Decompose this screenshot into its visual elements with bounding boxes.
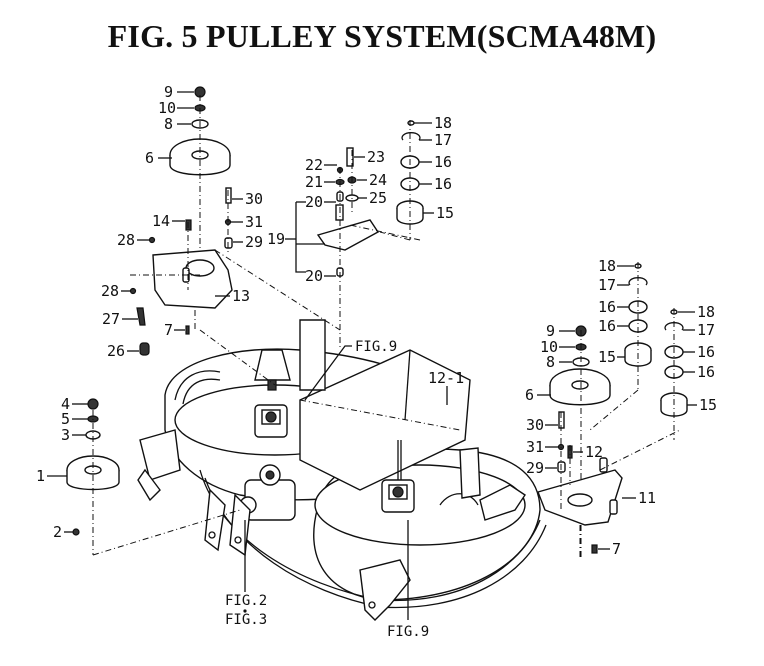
right-hitch-bracket	[459, 447, 526, 521]
callout-labels: 9 10 8 6 30 31 29 14 28 28 27 26 7 13 19…	[36, 83, 717, 558]
callout-8: 8	[546, 353, 555, 371]
fig-2-reference: FIG.2	[225, 593, 267, 609]
fig-9-reference: FIG.9	[387, 624, 429, 640]
link-line	[599, 429, 681, 471]
right-pulley-assembly	[549, 262, 688, 560]
idler-arm-assembly	[316, 147, 380, 350]
callout-24: 24	[369, 171, 387, 189]
callout-12: 12	[585, 443, 603, 461]
upper-idler-pulley-assembly	[379, 120, 424, 241]
callout-16: 16	[598, 317, 616, 335]
callout-leaders	[47, 91, 697, 620]
left-hitch-brackets	[137, 429, 251, 557]
figure-references: FIG.9 FIG.9 FIG.2 FIG.3	[225, 339, 429, 640]
callout-20: 20	[305, 267, 323, 285]
callout-5: 5	[61, 410, 70, 428]
callout-17: 17	[697, 321, 715, 339]
callout-18: 18	[434, 114, 452, 132]
front-bracket	[359, 559, 411, 621]
callout-15: 15	[436, 204, 454, 222]
left-idler-plate-assembly	[129, 187, 341, 386]
callout-3: 3	[61, 426, 70, 444]
callout-28: 28	[101, 282, 119, 300]
callout-17: 17	[598, 276, 616, 294]
callout-27: 27	[102, 310, 120, 328]
callout-16: 16	[434, 175, 452, 193]
reference-separator-dot	[243, 609, 247, 613]
left-pulley-assembly	[66, 398, 241, 556]
right-idler-plate-assembly	[537, 411, 623, 560]
diagram-title: FIG. 5 PULLEY SYSTEM(SCMA48M)	[107, 18, 657, 54]
left-upright-bracket	[299, 319, 326, 391]
callout-18: 18	[697, 303, 715, 321]
callout-20: 20	[305, 193, 323, 211]
callout-29: 29	[526, 459, 544, 477]
mower-deck	[137, 319, 547, 621]
key-2	[72, 528, 80, 536]
callout-22: 22	[305, 156, 323, 174]
callout-17: 17	[434, 131, 452, 149]
fig-3-reference: FIG.3	[225, 612, 267, 628]
callout-30: 30	[526, 416, 544, 434]
callout-15: 15	[598, 348, 616, 366]
callout-30: 30	[245, 190, 263, 208]
callout-10: 10	[158, 99, 176, 117]
callout-10: 10	[540, 338, 558, 356]
callout-6: 6	[525, 386, 534, 404]
callout-26: 26	[107, 342, 125, 360]
callout-13: 13	[232, 287, 250, 305]
callout-15: 15	[699, 396, 717, 414]
link-line	[349, 224, 421, 241]
fig-9-reference: FIG.9	[355, 339, 397, 355]
callout-19: 19	[267, 230, 285, 248]
callout-28: 28	[117, 231, 135, 249]
callout-2: 2	[53, 523, 62, 541]
callout-7: 7	[164, 321, 173, 339]
callout-7: 7	[612, 540, 621, 558]
callout-4: 4	[61, 395, 70, 413]
callout-9: 9	[164, 83, 173, 101]
callout-21: 21	[305, 173, 323, 191]
callout-31: 31	[245, 213, 263, 231]
callout-16: 16	[598, 298, 616, 316]
callout-14: 14	[152, 212, 170, 230]
plate-13	[152, 249, 233, 309]
callout-16: 16	[697, 343, 715, 361]
callout-25: 25	[369, 189, 387, 207]
gearbox	[239, 464, 296, 521]
callout-11: 11	[638, 489, 656, 507]
callout-18: 18	[598, 257, 616, 275]
callout-8: 8	[164, 115, 173, 133]
callout-16: 16	[697, 363, 715, 381]
right-spindle	[381, 440, 415, 513]
upper-left-pulley-assembly	[169, 86, 231, 255]
nut-4	[87, 398, 99, 410]
left-spindle	[254, 349, 291, 438]
callout-6: 6	[145, 149, 154, 167]
callout-31: 31	[526, 438, 544, 456]
callout-16: 16	[434, 153, 452, 171]
callout-23: 23	[367, 148, 385, 166]
callout-12-1: 12-1	[428, 369, 464, 387]
callout-29: 29	[245, 233, 263, 251]
callout-9: 9	[546, 322, 555, 340]
callout-1: 1	[36, 467, 45, 485]
